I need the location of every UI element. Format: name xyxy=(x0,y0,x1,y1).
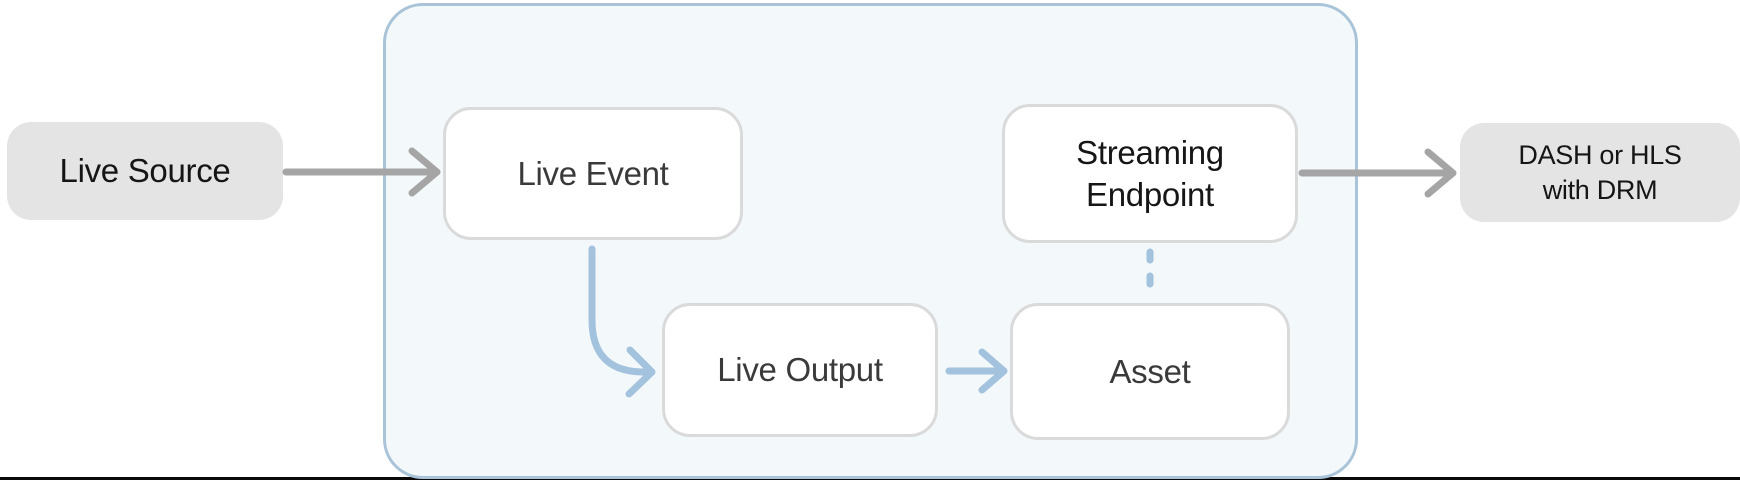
node-live-source: Live Source xyxy=(7,122,283,220)
node-live-event-label: Live Event xyxy=(517,154,669,192)
node-live-output-label: Live Output xyxy=(717,351,883,388)
arrow-streaming-endpoint-to-dash-head xyxy=(1424,148,1457,198)
node-dash-or-hls: DASH or HLS with DRM xyxy=(1460,123,1740,222)
node-asset-label: Asset xyxy=(1109,352,1191,390)
node-live-source-label: Live Source xyxy=(59,152,231,189)
node-streaming-endpoint-label-line2: Endpoint xyxy=(1086,175,1214,213)
node-live-output: Live Output xyxy=(662,303,938,437)
node-live-event: Live Event xyxy=(443,107,743,240)
node-asset: Asset xyxy=(1010,303,1290,440)
node-streaming-endpoint: Streaming Endpoint xyxy=(1002,104,1298,243)
node-dash-or-hls-label-line1: DASH or HLS xyxy=(1518,139,1682,170)
node-streaming-endpoint-label-line1: Streaming xyxy=(1076,133,1224,171)
node-dash-or-hls-label-line2: with DRM xyxy=(1542,174,1658,205)
